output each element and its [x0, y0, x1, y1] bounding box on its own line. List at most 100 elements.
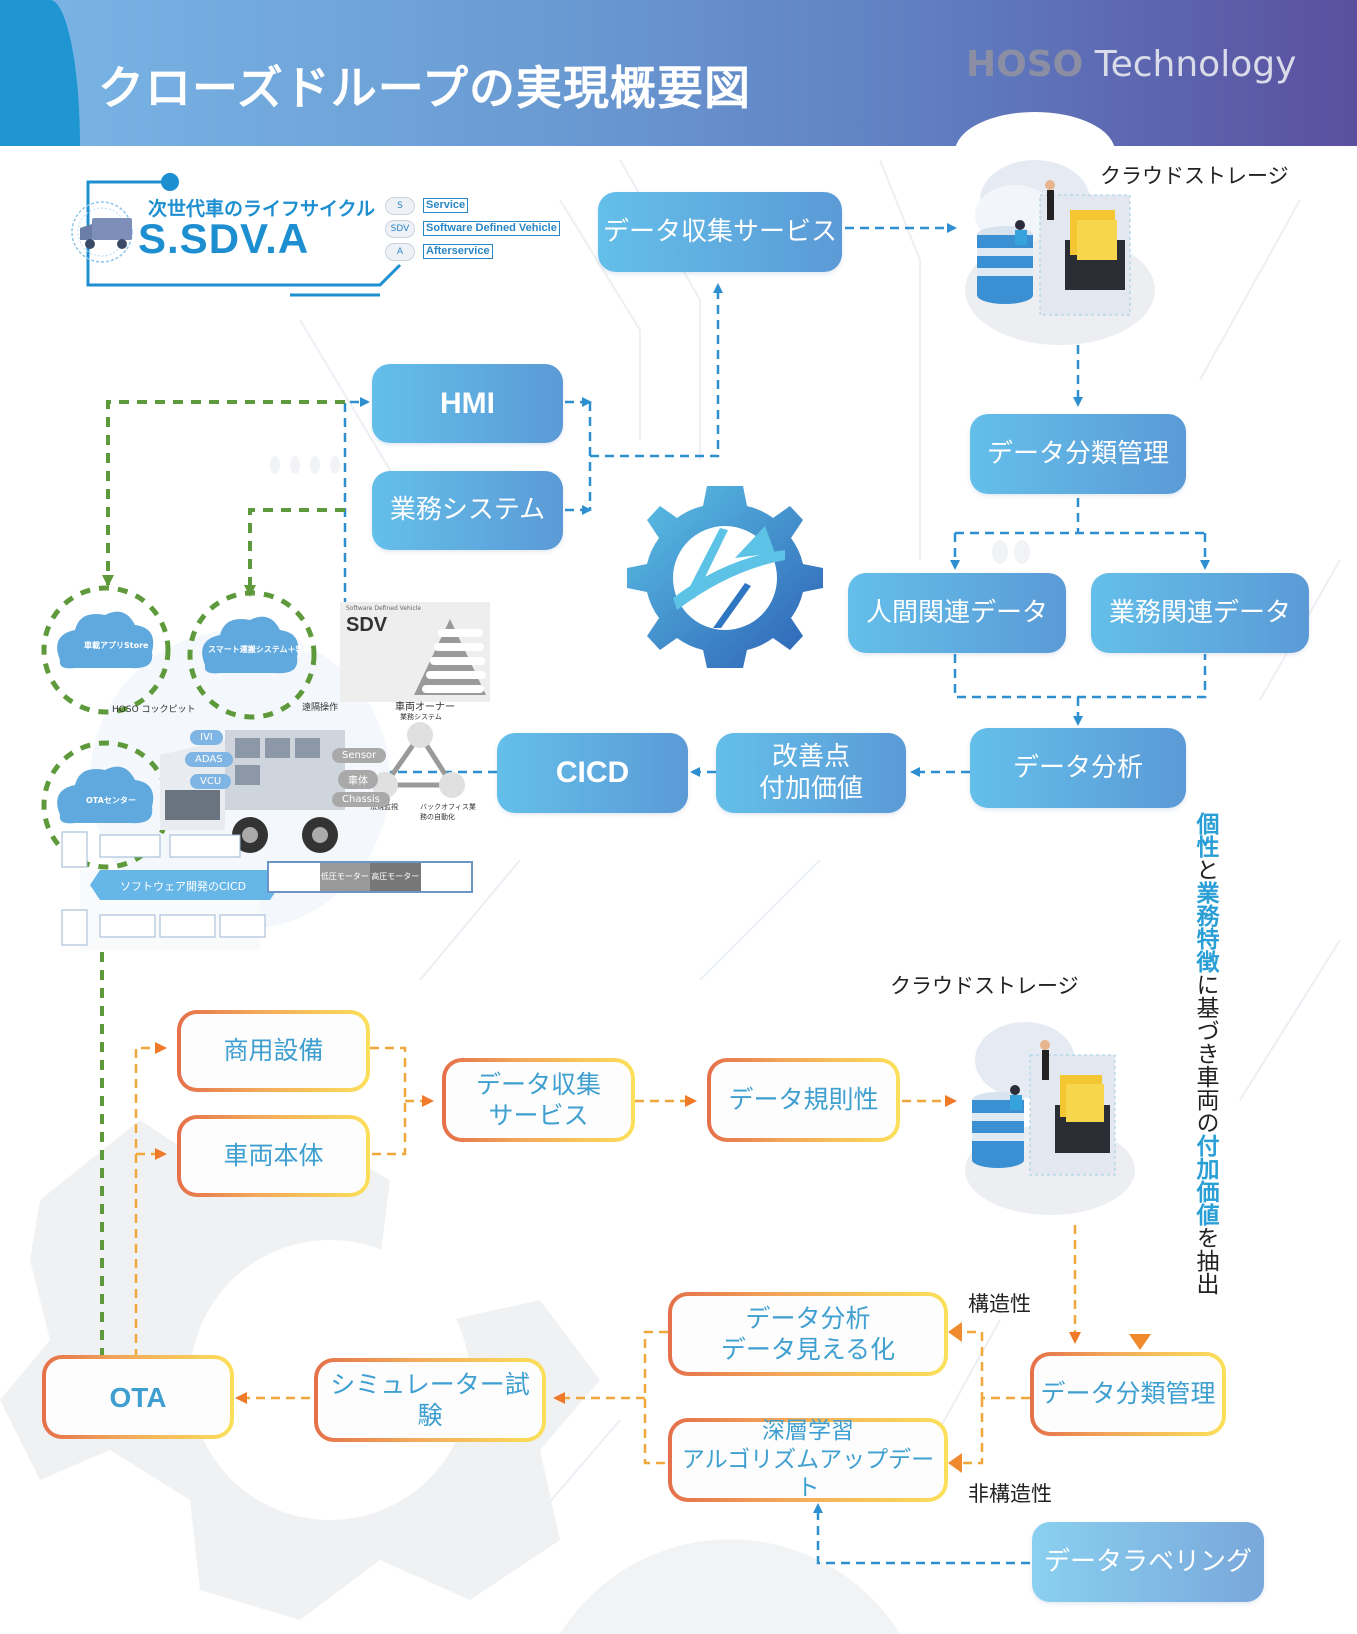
cloud-storage-label-top: クラウドストレージ [1100, 164, 1289, 188]
vehicle-body-node[interactable]: 車両本体 [177, 1115, 370, 1197]
data-regularity-node[interactable]: データ規則性 [707, 1058, 900, 1142]
caption-part: 業務特徴 [1192, 881, 1218, 973]
business-data-node[interactable]: 業務関連データ [1091, 573, 1309, 653]
cicd-node[interactable]: CICD [497, 733, 688, 813]
logo-legend-label: Service [423, 198, 469, 213]
data-regularity-label: データ規則性 [711, 1062, 896, 1138]
vehicle-part-chip: Chassis [332, 792, 390, 807]
cockpit-label: HOSO コックピット [112, 705, 196, 715]
simulator-test-label: シミュレーター試験 [318, 1362, 542, 1438]
motor-high-voltage: 高圧モーター [370, 863, 421, 891]
motor-strip: 低圧モーター 高圧モーター [267, 861, 473, 893]
ota-node[interactable]: OTA [42, 1355, 234, 1439]
improvement-line2: 付加価値 [758, 774, 863, 804]
business-system-node[interactable]: 業務システム [372, 471, 563, 550]
logo-subtitle: 次世代車のライフサイクル [148, 198, 376, 220]
sdv-card-title: SDV [346, 614, 388, 636]
logo-legend: S Service SDV Software Defined Vehicle A… [385, 194, 560, 263]
simulator-test-node[interactable]: シミュレーター試験 [314, 1358, 546, 1442]
unstructured-label: 非構造性 [968, 1482, 1052, 1506]
bottom-data-classification-label: データ分類管理 [1034, 1356, 1222, 1432]
caption-part: を抽出 [1192, 1226, 1218, 1295]
cloud-storage-bottom [960, 1000, 1140, 1220]
vertical-caption: 個性と業務特徴に基づき車両の付加価値を抽出 [1190, 812, 1220, 1295]
bottom-data-classification-node[interactable]: データ分類管理 [1030, 1352, 1226, 1436]
improvement-line1: 改善点 [771, 741, 850, 772]
truck-icon [80, 218, 132, 249]
cloud-ota-center-label: OTAセンター [86, 796, 136, 805]
cloud-storage-label-bottom: クラウドストレージ [890, 974, 1079, 998]
commercial-equipment-node[interactable]: 商用設備 [177, 1010, 370, 1092]
data-analysis-node[interactable]: データ分析 [970, 728, 1186, 808]
motor-diagram-cell [420, 863, 471, 891]
structured-label: 構造性 [968, 1292, 1031, 1316]
back-office-label: バックオフィス業務の自動化 [420, 803, 476, 821]
motor-diagram-cell [269, 863, 320, 891]
arrow-labeling-to-deep-learning [813, 1503, 1030, 1565]
cloud-smart-system-label: スマート運搬システム＋客務 [208, 645, 312, 654]
cloud-storage-icon [965, 160, 1155, 345]
logo-legend-item: SDV Software Defined Vehicle [385, 217, 560, 240]
logo-legend-item: A Afterservice [385, 240, 560, 263]
logo-legend-label: Software Defined Vehicle [423, 221, 560, 236]
improvement-node[interactable]: 改善点 付加価値 [716, 733, 906, 813]
logo-legend-badge: A [385, 242, 415, 261]
analysis-line1: データ分析 [745, 1303, 871, 1333]
deep-learning-label: 深層学習 アルゴリズムアップデート [672, 1418, 944, 1501]
smart-system-ring [187, 590, 317, 720]
human-data-node[interactable]: 人間関連データ [848, 573, 1066, 653]
analysis-visualization-node[interactable]: データ分析 データ見える化 [668, 1292, 948, 1376]
cicd-banner-label: ソフトウェア開発のCICD [120, 880, 247, 893]
orange-arrowheads [948, 1322, 962, 1473]
ecu-chip: VCU [190, 774, 232, 789]
arrowhead-bottom-classification [1129, 1334, 1151, 1350]
legal-monitoring-label: 法規監視 [370, 803, 398, 811]
vehicle-part-chip: 車体 [338, 770, 378, 789]
caption-part: と [1192, 858, 1218, 881]
orange-flow-lines [134, 1042, 1081, 1465]
caption-part: 付加価値 [1192, 1134, 1218, 1226]
motor-low-voltage: 低圧モーター [319, 863, 370, 891]
arrow-classification-split [955, 498, 1205, 535]
data-collection-service-node[interactable]: データ収集サービス [598, 192, 842, 272]
owner-label: 車両オーナー [395, 702, 455, 713]
header-banner: クローズドループの実現概要図 HOSO Technology [0, 0, 1357, 146]
arrow-merge-to-analysis [953, 654, 1207, 724]
header-accent-stripe [0, 0, 80, 146]
line-analysis-merge [643, 1330, 668, 1465]
ssdva-frame [71, 173, 402, 297]
vehicle-ecosystem-collage: 車載アプリStore スマート運搬システム＋客務 OTAセンター HOSO コッ… [40, 580, 490, 950]
line-ota-feedback [134, 1042, 167, 1358]
owner-business-system-label: 業務システム [400, 713, 442, 721]
caption-part: 個性 [1192, 812, 1218, 858]
commercial-equipment-label: 商用設備 [181, 1014, 366, 1088]
logo-legend-badge: S [385, 196, 415, 215]
cloud-app-store-label: 車載アプリStore [84, 641, 149, 650]
data-classification-node[interactable]: データ分類管理 [970, 414, 1186, 494]
cloud-storage-top [955, 140, 1165, 350]
sdv-card: Software Defined Vehicle SDV [340, 602, 490, 702]
line-classification-split [962, 1330, 1030, 1465]
arrow-hmi-to-app-store [102, 400, 345, 587]
brand-technology: Technology [1094, 44, 1297, 85]
collage-graphics [41, 585, 465, 950]
deep-learning-node[interactable]: 深層学習 アルゴリズムアップデート [668, 1418, 948, 1502]
sdv-pyramid-icon [414, 619, 486, 695]
ecu-chip: ADAS [185, 752, 233, 767]
line-inputs-join [370, 1046, 407, 1156]
line-systems-join [588, 285, 718, 510]
page-title: クローズドループの実現概要図 [98, 61, 751, 115]
ssdva-logo: 次世代車のライフサイクル S.SDV.A S Service SDV Softw… [70, 170, 570, 310]
caption-part: に基づき車両の [1192, 973, 1218, 1134]
gear-logo-icon [627, 486, 823, 668]
hmi-node[interactable]: HMI [372, 364, 563, 443]
cloud-ota-center [57, 766, 154, 824]
deep-learning-line1: 深層学習 [762, 1417, 854, 1444]
deep-learning-line2: アルゴリズムアップデート [681, 1446, 935, 1502]
brand-hoso: HOSO [966, 44, 1084, 85]
logo-legend-label: Afterservice [423, 244, 493, 259]
data-labeling-node[interactable]: データラベリング [1032, 1522, 1264, 1602]
bottom-data-collection-node[interactable]: データ収集 サービス [442, 1058, 635, 1142]
vehicle-part-chip: Sensor [332, 748, 387, 763]
